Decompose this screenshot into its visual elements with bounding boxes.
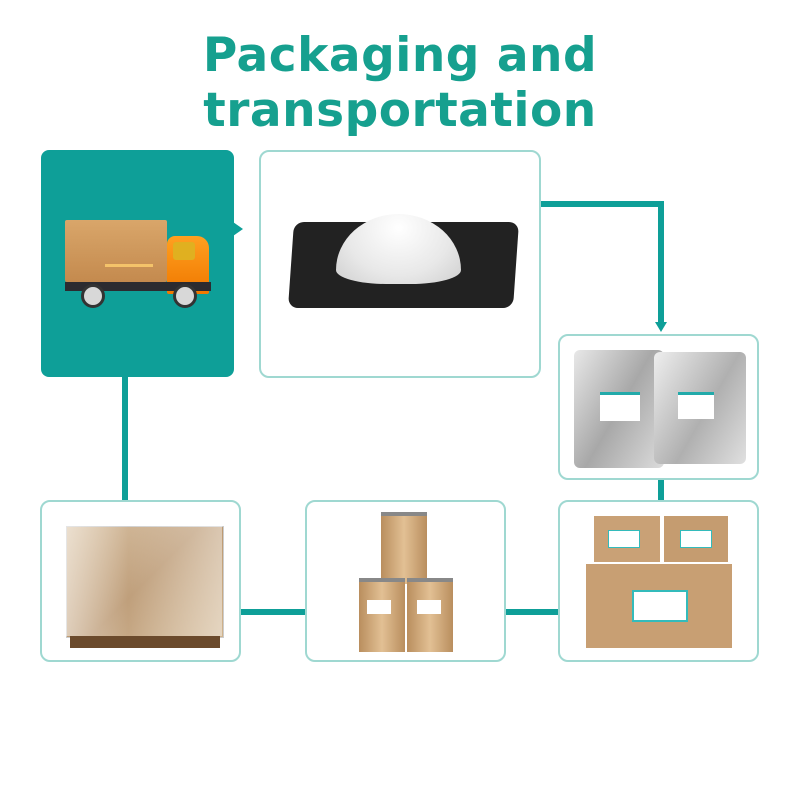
step-pallet xyxy=(40,500,241,662)
connector-bags-to-boxes xyxy=(658,479,664,501)
page-title: Packaging and transportation xyxy=(202,28,598,138)
connector-drums-to-pallet xyxy=(240,609,305,615)
step-bags xyxy=(558,334,759,480)
delivery-truck-icon xyxy=(65,220,213,308)
step-truck xyxy=(41,150,234,377)
connector-boxes-to-drums xyxy=(505,609,558,615)
step-powder xyxy=(259,150,541,378)
connector-powder-to-bags-down xyxy=(658,201,664,326)
arrow-right-icon xyxy=(233,222,243,236)
arrow-down-icon xyxy=(655,322,667,332)
connector-powder-to-bags xyxy=(540,201,664,207)
step-drums xyxy=(305,500,506,662)
connector-pallet-to-truck xyxy=(122,376,128,501)
step-boxes xyxy=(558,500,759,662)
